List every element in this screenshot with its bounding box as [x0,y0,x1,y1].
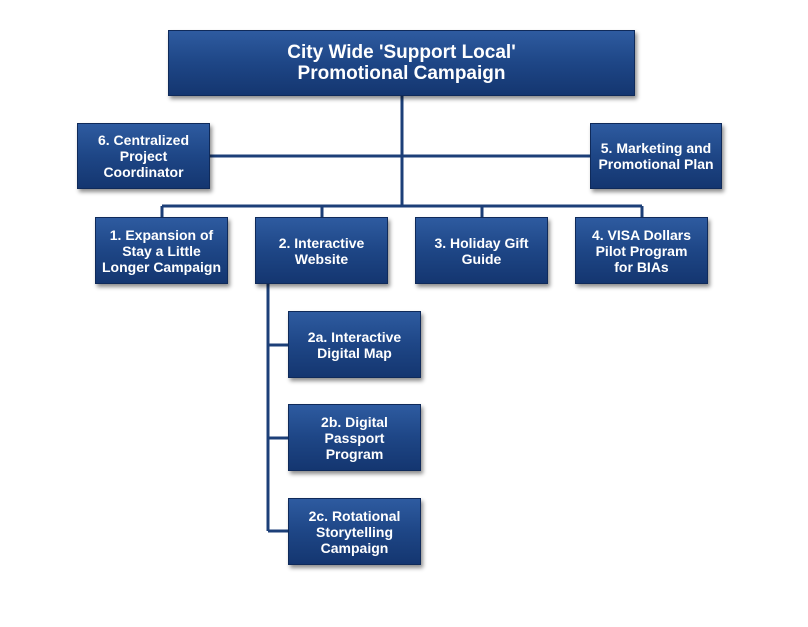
node-interactive-website: 2. Interactive Website [255,217,388,284]
node-holiday-gift-guide: 3. Holiday Gift Guide [415,217,548,284]
node-interactive-digital-map: 2a. Interactive Digital Map [288,311,421,378]
node-digital-passport-program: 2b. Digital Passport Program [288,404,421,471]
node-centralized-project-coordinator: 6. Centralized Project Coordinator [77,123,210,189]
node-visa-dollars-pilot: 4. VISA Dollars Pilot Program for BIAs [575,217,708,284]
node-expansion-stay-campaign: 1. Expansion of Stay a Little Longer Cam… [95,217,228,284]
root-node: City Wide 'Support Local' Promotional Ca… [168,30,635,96]
node-marketing-promotional-plan: 5. Marketing and Promotional Plan [590,123,722,189]
node-rotational-storytelling: 2c. Rotational Storytelling Campaign [288,498,421,565]
